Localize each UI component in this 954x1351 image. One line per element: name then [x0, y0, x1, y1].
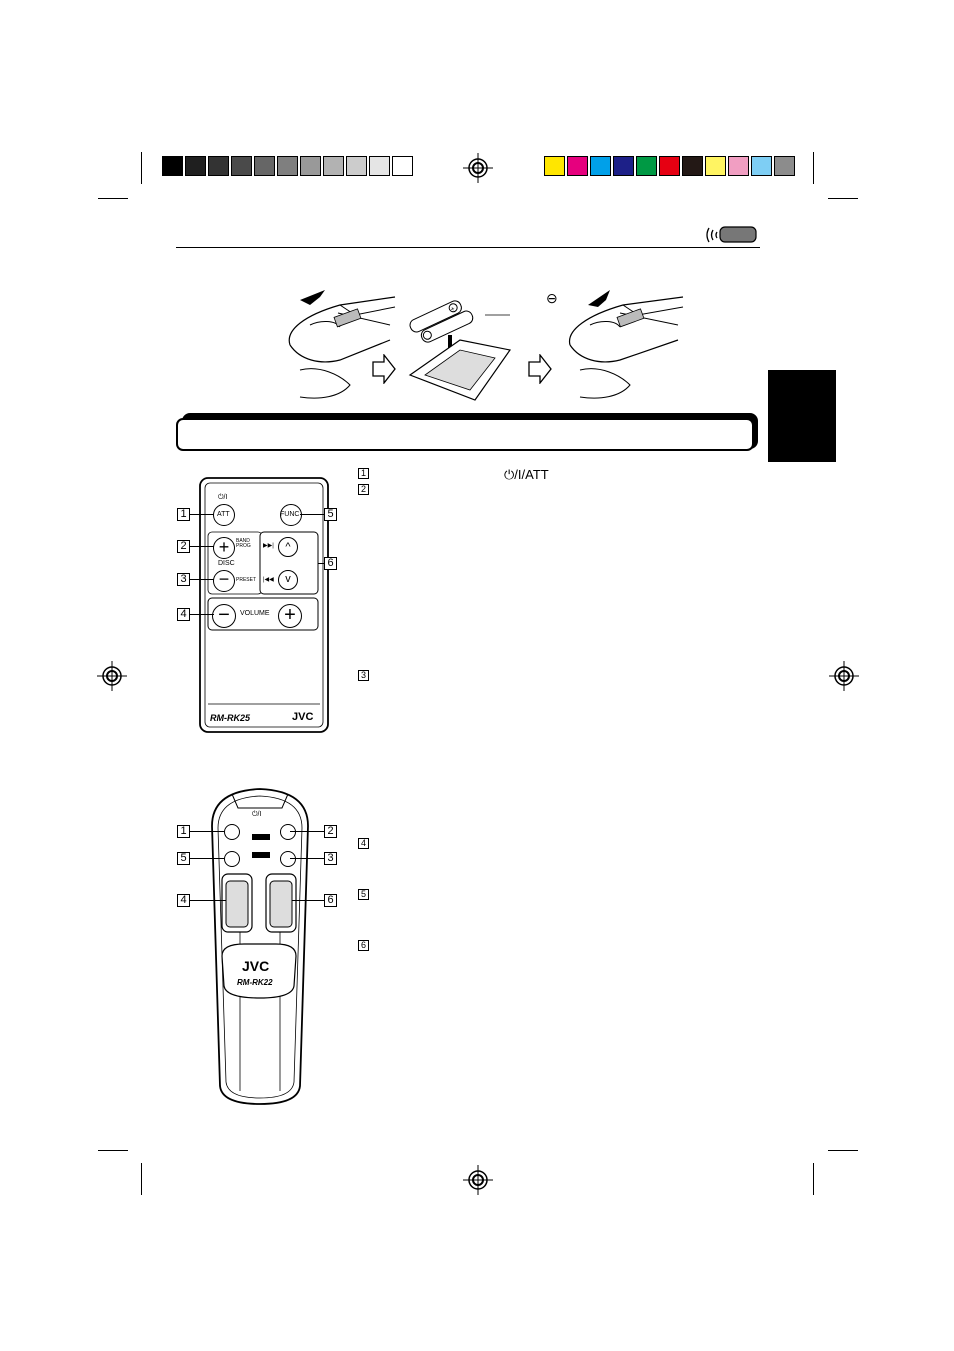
color-swatch — [682, 156, 703, 176]
gray-swatch — [185, 156, 206, 176]
next-track-icon: ▶▶| — [263, 543, 274, 549]
right-arrow-icon — [372, 354, 396, 384]
model-label: RM-RK22 — [237, 978, 273, 987]
func-label: FUNC — [280, 511, 300, 518]
up-button[interactable]: ^ — [278, 537, 298, 557]
callout-number: 4 — [177, 608, 190, 621]
gray-swatch — [277, 156, 298, 176]
registration-target-icon — [463, 1165, 493, 1195]
minus-symbol: ⊖ — [546, 290, 558, 306]
remote-rm-rk25: ⏻/I ATT FUNC + BAND PROG DISC − PRESET ▶… — [196, 476, 332, 734]
disc-down-button[interactable] — [280, 851, 296, 867]
callout-number: 6 — [324, 557, 337, 570]
func-button[interactable] — [224, 851, 240, 867]
callout-number: 1 — [177, 508, 190, 521]
color-swatch — [636, 156, 657, 176]
callout-number: 2 — [177, 540, 190, 553]
disc-label: DISC — [218, 560, 235, 567]
gray-swatch — [208, 156, 229, 176]
color-swatch — [544, 156, 565, 176]
callout-number: 5 — [177, 852, 190, 865]
header-rule — [176, 247, 760, 248]
color-swatch — [590, 156, 611, 176]
battery-insertion-illustration: + — [408, 300, 512, 401]
color-swatch — [613, 156, 634, 176]
color-swatch — [774, 156, 795, 176]
volume-plus-button[interactable]: + — [278, 604, 302, 628]
disc-minus-button[interactable]: − — [213, 570, 235, 592]
battery-removal-illustration — [288, 290, 396, 399]
power-att-label: ⏻/I/ATT — [504, 467, 549, 482]
callout-number: 3 — [177, 573, 190, 586]
disc-up-button[interactable] — [280, 824, 296, 840]
color-swatch — [659, 156, 680, 176]
gray-swatch — [392, 156, 413, 176]
gray-swatch — [254, 156, 275, 176]
registration-target-icon — [463, 153, 493, 183]
callout-number: 5 — [324, 508, 337, 521]
gray-swatch — [346, 156, 367, 176]
item-number: 2 — [358, 484, 369, 495]
power-label: ⏻/I — [252, 811, 262, 818]
battery-cover-close-illustration — [569, 290, 684, 399]
model-label: RM-RK25 — [210, 713, 251, 723]
prev-track-icon: |◀◀ — [263, 577, 274, 583]
callout-number: 2 — [324, 825, 337, 838]
remote-signal-icon — [706, 226, 757, 243]
section-heading-bar — [176, 418, 754, 451]
band-prog-label: BAND PROG — [236, 538, 251, 549]
volume-rocker[interactable] — [226, 881, 248, 927]
callout-number: 6 — [324, 894, 337, 907]
down-button[interactable]: v — [278, 570, 298, 590]
gray-swatch — [323, 156, 344, 176]
callout-number: 4 — [177, 894, 190, 907]
svg-text:+: + — [450, 305, 457, 313]
att-label: ATT — [217, 511, 230, 518]
callout-number: 1 — [177, 825, 190, 838]
volume-label: VOLUME — [240, 610, 270, 617]
track-rocker[interactable] — [270, 881, 292, 927]
gray-swatch — [300, 156, 321, 176]
registration-target-icon — [829, 661, 859, 691]
remote-rm-rk22: ⏻/I JVC RM-RK22 — [204, 786, 316, 1106]
gray-swatch — [369, 156, 390, 176]
item-number: 5 — [358, 889, 369, 900]
gray-swatch — [231, 156, 252, 176]
brand-label: JVC — [242, 958, 270, 974]
item-number: 4 — [358, 838, 369, 849]
color-swatch — [705, 156, 726, 176]
item-number: 1 — [358, 468, 369, 479]
gray-swatch — [162, 156, 183, 176]
power-label: ⏻/I — [218, 494, 228, 501]
remote-body-outline — [211, 788, 309, 1105]
item-number: 6 — [358, 940, 369, 951]
brand-label: JVC — [292, 711, 314, 723]
color-swatch — [751, 156, 772, 176]
registration-target-icon — [97, 661, 127, 691]
right-arrow-icon — [528, 354, 552, 384]
disc-plus-button[interactable]: + — [213, 537, 235, 559]
preset-label: PRESET — [236, 577, 257, 583]
power-att-button[interactable] — [224, 824, 240, 840]
callout-number: 3 — [324, 852, 337, 865]
color-swatch — [567, 156, 588, 176]
func-button[interactable] — [280, 504, 302, 526]
color-swatch — [728, 156, 749, 176]
volume-minus-button[interactable]: − — [212, 604, 236, 628]
language-tab — [768, 370, 836, 462]
att-button[interactable] — [213, 504, 235, 526]
item-number: 3 — [358, 670, 369, 681]
